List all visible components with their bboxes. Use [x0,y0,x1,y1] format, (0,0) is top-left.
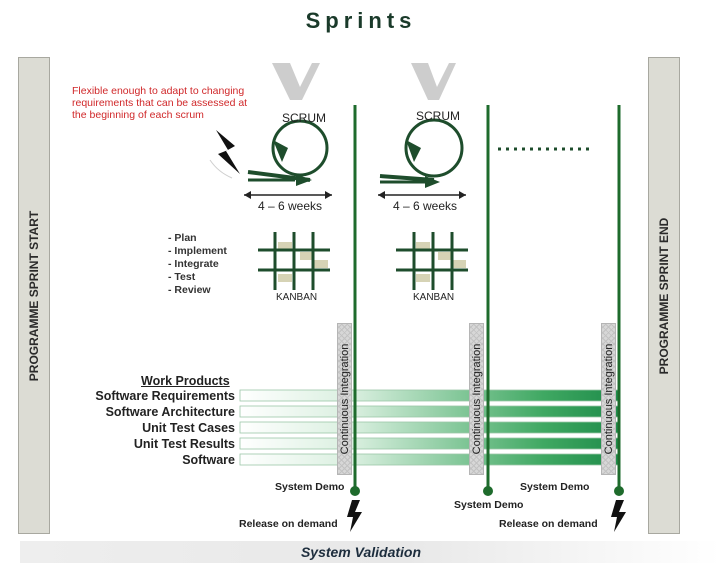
weeks-label-1: 4 – 6 weeks [257,199,323,213]
wp-bar-architecture [239,405,621,418]
step-item: - Plan [168,232,197,244]
demo-point-1 [350,486,360,496]
scrum-loop-2-icon [379,118,464,188]
ci-label-1: Continuous Integration [338,343,351,455]
release-lightning-1-icon [347,500,362,532]
work-product-unit-test-cases: Unit Test Cases [142,421,235,435]
note-line: requirements that can be assessed at [72,97,248,109]
programme-sprint-end-bar: PROGRAMME SPRINT END [648,57,680,534]
work-product-software-requirements: Software Requirements [95,389,235,403]
wp-bar-test-cases [239,421,621,434]
kanban-board-2-icon [396,232,468,290]
step-item: - Test [168,271,196,283]
note-line: Flexible enough to adapt to changing [72,85,245,97]
kanban-board-1-icon [258,232,330,290]
wp-bar-test-results [239,437,621,450]
continuous-integration-bar-1: Continuous Integration [337,323,352,475]
release-on-demand-label-1: Release on demand [239,518,338,530]
ci-label-2: Continuous Integration [470,343,483,455]
weeks-arrow-2-icon [378,191,466,199]
v-mark-2-icon [411,63,456,100]
scrum-label-1: SCRUM [282,111,326,125]
v-mark-1-icon [272,63,320,100]
demo-point-2 [483,486,493,496]
kanban-label-2: KANBAN [413,292,455,303]
weeks-arrow-1-icon [244,191,332,199]
wp-bar-software [239,453,621,466]
work-product-bars [239,389,621,466]
step-item: - Implement [168,245,227,257]
system-demo-label-2: System Demo [454,499,524,511]
release-on-demand-label-2: Release on demand [499,518,598,530]
flexibility-note: Flexible enough to adapt to changing req… [72,85,247,121]
programme-sprint-start-bar: PROGRAMME SPRINT START [18,57,50,534]
scrum-label-2: SCRUM [416,109,460,123]
system-validation-band [20,541,720,563]
continuous-integration-bar-2: Continuous Integration [469,323,484,475]
system-demo-label-3: System Demo [520,481,590,493]
sprint-steps-list: - Plan - Implement - Integrate - Test - … [168,232,227,297]
step-item: - Integrate [168,258,219,270]
work-product-software-architecture: Software Architecture [105,405,235,419]
system-validation-label: System Validation [300,544,422,560]
note-lightning-icon [216,130,240,174]
work-products-heading: Work Products [141,374,230,388]
system-demo-label-1: System Demo [275,481,345,493]
weeks-label-2: 4 – 6 weeks [392,199,458,213]
page-title: Sprints [305,8,417,33]
scrum-loop-1-icon [247,119,329,186]
work-product-unit-test-results: Unit Test Results [133,437,235,451]
step-item: - Review [168,284,211,296]
release-lightning-2-icon [611,500,626,532]
kanban-label-1: KANBAN [276,292,318,303]
work-product-software: Software [182,453,235,467]
wp-bar-requirements [239,389,621,402]
demo-point-3 [614,486,624,496]
note-line: the beginning of each scrum [72,109,204,121]
ci-label-3: Continuous Integration [602,343,615,455]
note-lightning-shadow [209,159,233,179]
continuous-integration-bar-3: Continuous Integration [601,323,616,475]
